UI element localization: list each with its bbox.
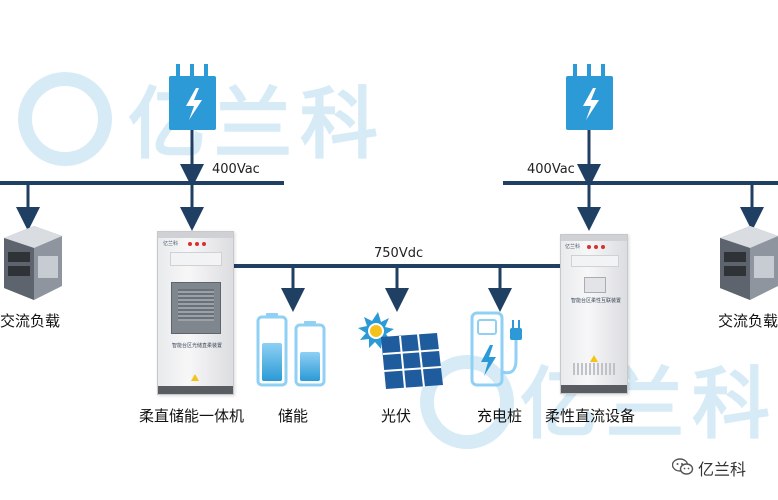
air-conditioner-unit: [171, 282, 221, 334]
label-ac-load-right: 交流负载: [718, 312, 778, 330]
warning-sign-icon: [590, 355, 598, 362]
label-cabinet-right: 柔性直流设备: [545, 407, 636, 425]
wechat-icon: [672, 458, 694, 475]
cabinet-top: [561, 235, 627, 241]
transformer-left-icon: [169, 64, 216, 130]
warning-sign-icon: [191, 374, 199, 381]
hmi-screen: [584, 277, 606, 293]
indicator-lamp: [188, 242, 192, 246]
voltage-label-ac-right: 400Vac: [527, 162, 575, 177]
cabinet-base: [158, 386, 233, 394]
label-storage: 储能: [278, 407, 309, 425]
cabinet-brand-mark: 亿兰科: [163, 241, 179, 247]
flexible-dc-storage-cabinet: 亿兰科 智能台区光储直柔装置: [157, 231, 234, 395]
indicator-lamp: [587, 245, 591, 249]
ac-load-right-icon: [720, 226, 778, 300]
solar-pv-icon: [358, 312, 443, 389]
label-ac-load-left: 交流负载: [0, 312, 61, 330]
cabinet-top: [158, 232, 233, 238]
indicator-lamp: [195, 242, 199, 246]
label-pv: 光伏: [381, 407, 412, 425]
wechat-account-name: 亿兰科: [698, 460, 747, 479]
ac-load-left-icon: [4, 226, 62, 300]
indicator-lamp: [601, 245, 605, 249]
cabinet-vent-grille: [573, 363, 615, 375]
cabinet-nameplate: 智能台区光储直柔装置: [172, 343, 223, 349]
flexible-dc-equipment-cabinet: 亿兰科 智能台区柔性互联装置: [560, 234, 628, 394]
label-cabinet-left: 柔直储能一体机: [139, 407, 245, 425]
voltage-label-ac-left: 400Vac: [212, 162, 260, 177]
charging-pile-icon: [470, 311, 522, 387]
cabinet-nameplate: 智能台区柔性互联装置: [571, 298, 622, 304]
battery-storage-icon: [256, 313, 326, 387]
indicator-lamp: [594, 245, 598, 249]
voltage-label-dc: 750Vdc: [374, 246, 424, 261]
cabinet-upper-panel: [571, 255, 619, 267]
label-charger: 充电桩: [477, 407, 523, 425]
cabinet-upper-panel: [170, 252, 222, 266]
cabinet-brand-mark: 亿兰科: [565, 244, 581, 250]
transformer-right-icon: [566, 64, 613, 130]
indicator-lamp: [202, 242, 206, 246]
cabinet-base: [561, 385, 627, 393]
